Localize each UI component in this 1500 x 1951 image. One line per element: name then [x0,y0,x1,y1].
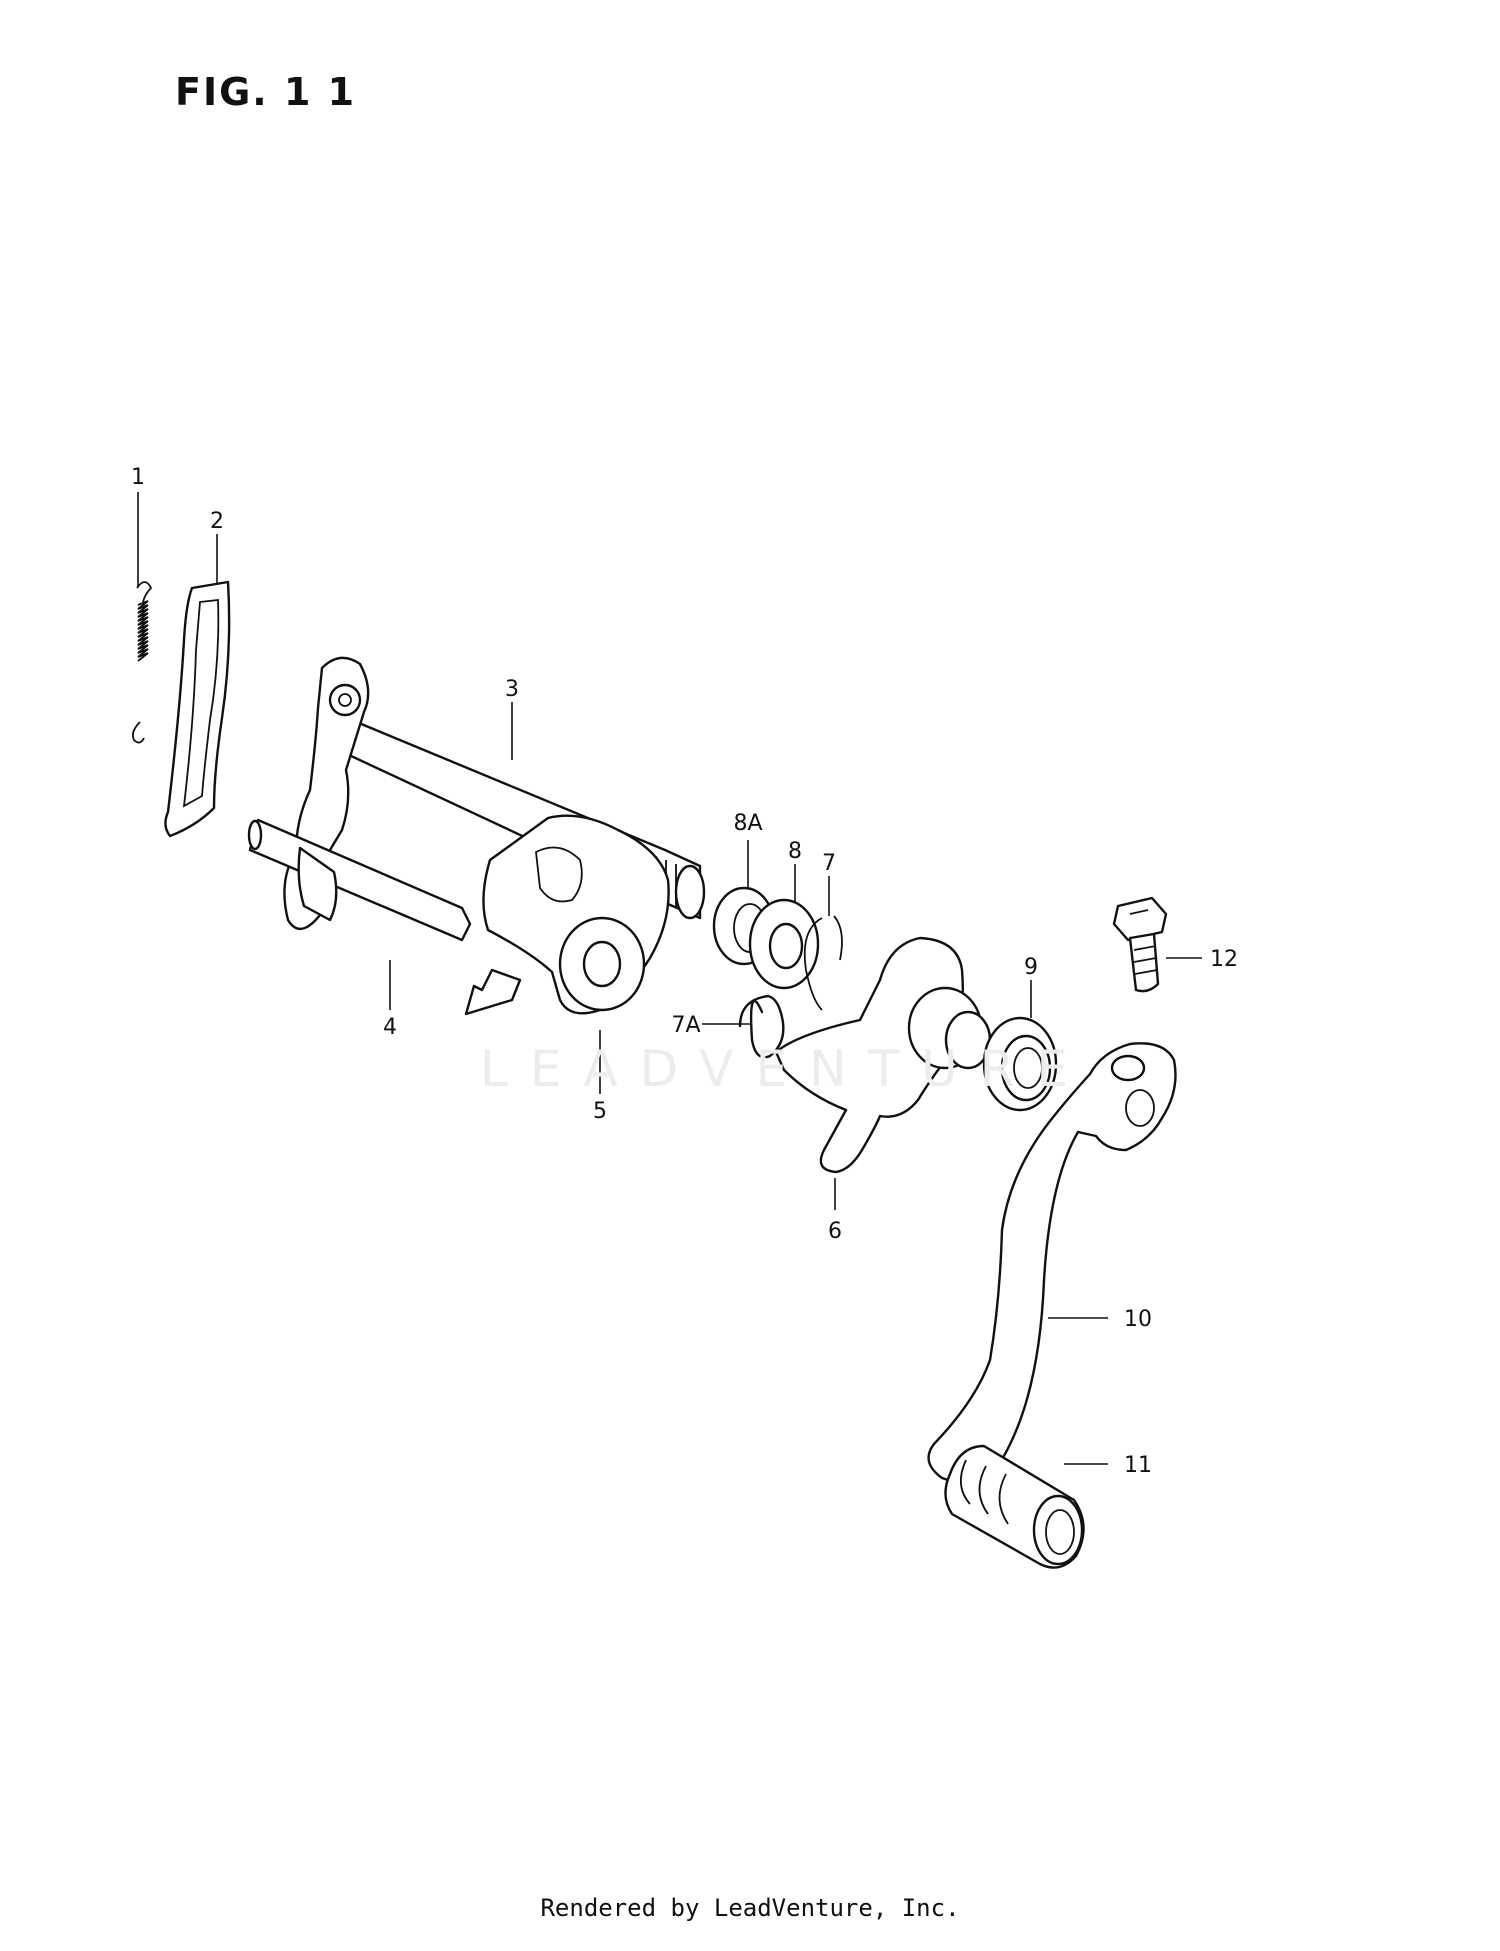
watermark: LEADVENTURE [480,1040,1090,1098]
callout-10: 10 [1124,1307,1152,1332]
callout-3: 3 [505,677,519,702]
callout-7: 7 [822,851,836,876]
part-5-spring[interactable] [131,581,153,744]
leader-lines [137,492,1202,1465]
callout-8: 8 [788,839,802,864]
part-7-clip[interactable] [803,915,843,1011]
part-11-rubber[interactable] [944,1444,1085,1569]
part-1-cam[interactable] [464,814,670,1016]
callout-8a: 8A [733,811,762,836]
callout-5: 1 [131,465,145,490]
callout-2: 4 [383,1015,397,1040]
callouts: 1 2 3 4 5 6 7 7A 8 8A 9 10 11 12 [131,465,1238,1478]
callout-7a: 7A [671,1013,700,1038]
part-10-shift-lever[interactable] [927,1042,1177,1490]
callout-1: 5 [593,1099,607,1124]
part-4-plate[interactable] [164,580,231,838]
callout-4: 2 [210,509,224,534]
callout-9: 9 [1024,955,1038,980]
part-9-bearing[interactable] [982,1016,1058,1112]
footer-credit: Rendered by LeadVenture, Inc. [540,1894,960,1922]
callout-11: 11 [1124,1453,1152,1478]
part-2-shaft[interactable] [247,818,472,942]
figure-title: FIG. 1 1 [175,70,357,114]
callout-12: 12 [1210,947,1238,972]
part-7a-circlip[interactable] [738,994,785,1059]
part-8-washer[interactable] [748,898,820,990]
callout-6: 6 [828,1219,842,1244]
part-6-shift-arm[interactable] [774,936,992,1174]
part-12-bolt[interactable] [1112,896,1168,993]
